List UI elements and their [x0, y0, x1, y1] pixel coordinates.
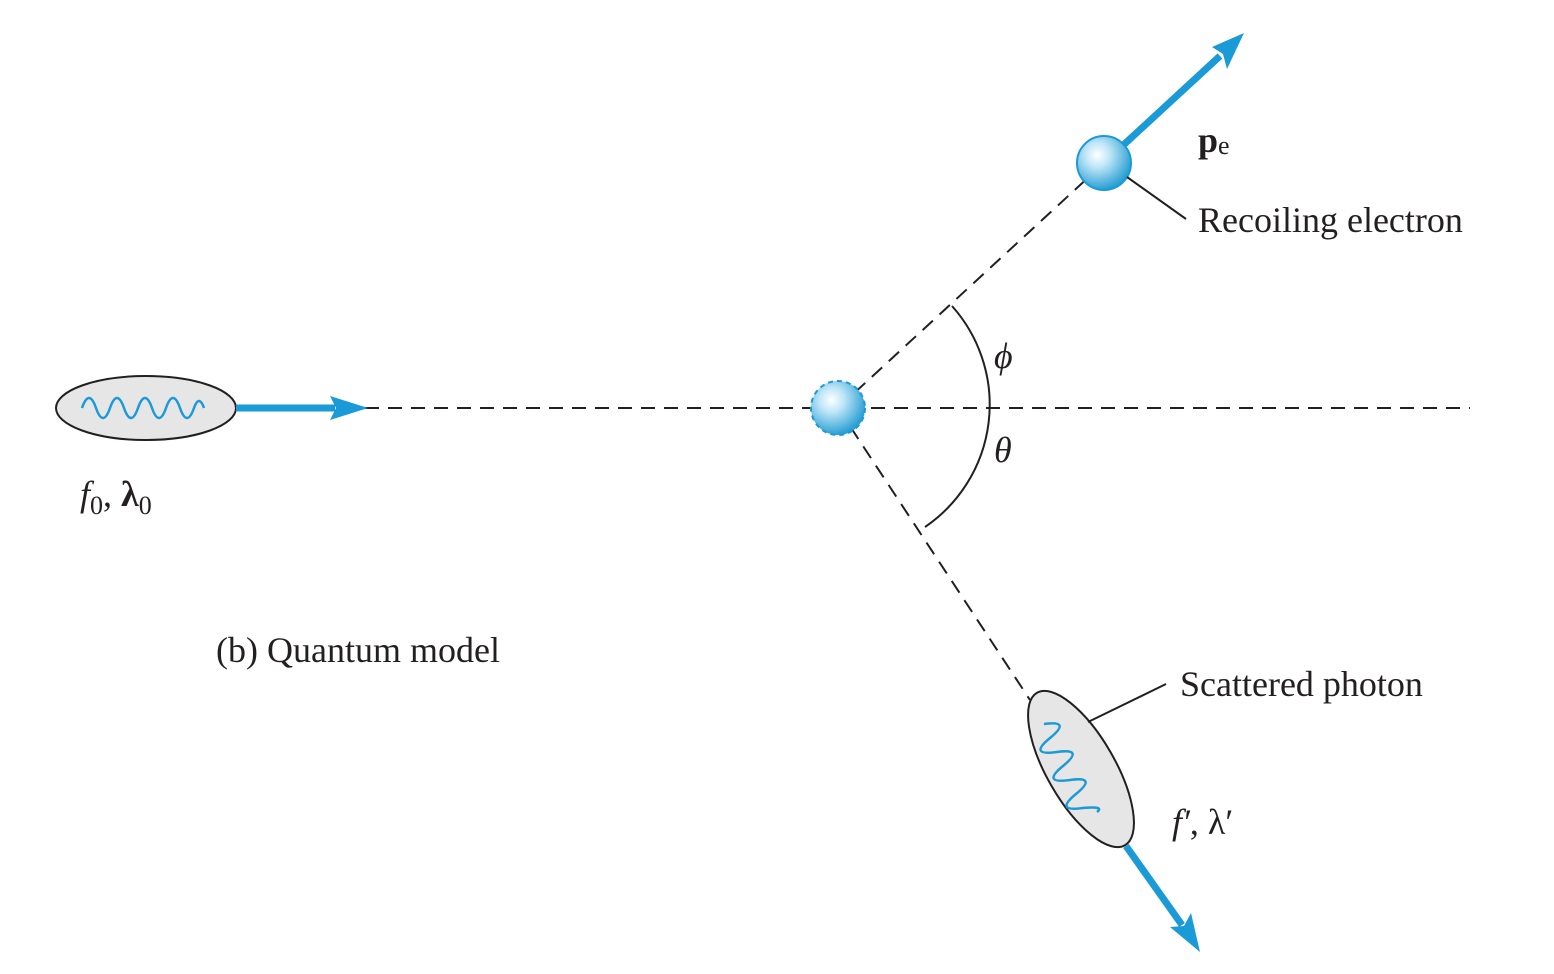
electron-momentum-arrow-head [1212, 33, 1244, 69]
incident-photon-wave [80, 396, 206, 420]
incident-photon [55, 375, 368, 441]
electron-path-dashed-line [837, 162, 1105, 409]
target-electron [810, 380, 866, 436]
scattered-photon [1027, 683, 1200, 952]
incident-photon-label: f0, λ0 [80, 474, 152, 520]
scattered-photon-frequency-wavelength-label: f′, λ′ [1172, 802, 1233, 842]
recoiling-electron-sphere [1076, 135, 1132, 191]
phi-angle-label: ϕ [994, 336, 1013, 376]
scattered-photon-wave [1039, 722, 1101, 813]
angle-arc [924, 305, 991, 528]
scattered-arrow-head [1170, 913, 1200, 952]
scattered-photon-label: Scattered photon [1180, 664, 1423, 704]
recoiling-electron [1076, 33, 1244, 220]
electron-momentum-arrow-shaft [1115, 53, 1223, 153]
scattered-photon-leader-line [1087, 683, 1167, 723]
electron-momentum-label: pe [1198, 120, 1230, 160]
caption: (b) Quantum model [216, 630, 500, 670]
recoiling-electron-label: Recoiling electron [1198, 200, 1463, 240]
scattered-photon-packet [1027, 689, 1135, 849]
scattered-arrow-shaft [1123, 843, 1185, 928]
theta-angle-label: θ [994, 430, 1012, 470]
incident-arrow-head [330, 396, 368, 420]
recoiling-electron-leader-line [1126, 176, 1187, 220]
photon-path-dashed-line [837, 407, 1031, 701]
